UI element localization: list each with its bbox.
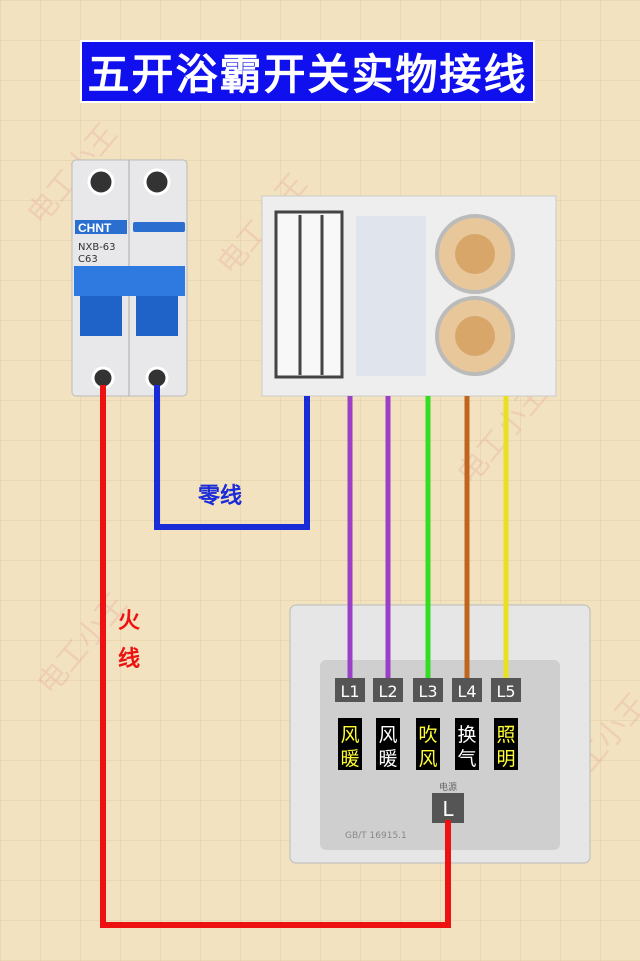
light-panel [356, 216, 426, 376]
power-terminal: L [442, 797, 454, 821]
live-label: 火 [118, 609, 140, 634]
terminal-label: L1 [340, 682, 359, 701]
function-label: 吹 [418, 724, 437, 746]
power-label: 电源 [439, 781, 457, 793]
function-label: 暖 [340, 748, 359, 770]
function-label: 明 [496, 748, 515, 770]
terminal-label: L4 [457, 682, 476, 701]
terminal-box [335, 678, 365, 702]
neutral-wire [154, 385, 310, 530]
vent-grille [274, 210, 344, 379]
circuit-breaker: CHNT NXB-63 C63 [71, 159, 188, 397]
breaker-rating: C63 [78, 254, 98, 265]
function-label: 风 [378, 724, 397, 746]
breaker-model: NXB-63 [78, 242, 116, 253]
function-label: 气 [457, 748, 476, 770]
breaker-brand: CHNT [78, 221, 112, 235]
live-label: 线 [118, 646, 140, 672]
terminal-box [413, 678, 443, 702]
function-label: 换 [457, 724, 476, 746]
live-wire [100, 385, 451, 928]
standard-text: GB/T 16915.1 [345, 831, 407, 841]
terminal-box [452, 678, 482, 702]
breaker-toggle[interactable] [136, 296, 178, 336]
function-label: 风 [340, 724, 359, 746]
function-label: 暖 [378, 748, 397, 770]
terminal-label: L2 [378, 682, 397, 701]
terminal-label: L5 [496, 682, 515, 701]
terminal-screw-icon [87, 168, 115, 196]
breaker-toggle[interactable] [80, 296, 122, 336]
page-title: 五开浴霸开关实物接线 [80, 40, 535, 103]
terminal-label: L3 [418, 682, 437, 701]
terminal-screw-icon [143, 168, 171, 196]
neutral-label: 零线 [197, 483, 242, 509]
bath-heater [261, 195, 557, 397]
terminal-box [491, 678, 521, 702]
function-label: 风 [418, 748, 437, 770]
terminal-box [373, 678, 403, 702]
function-label: 照 [496, 724, 515, 746]
